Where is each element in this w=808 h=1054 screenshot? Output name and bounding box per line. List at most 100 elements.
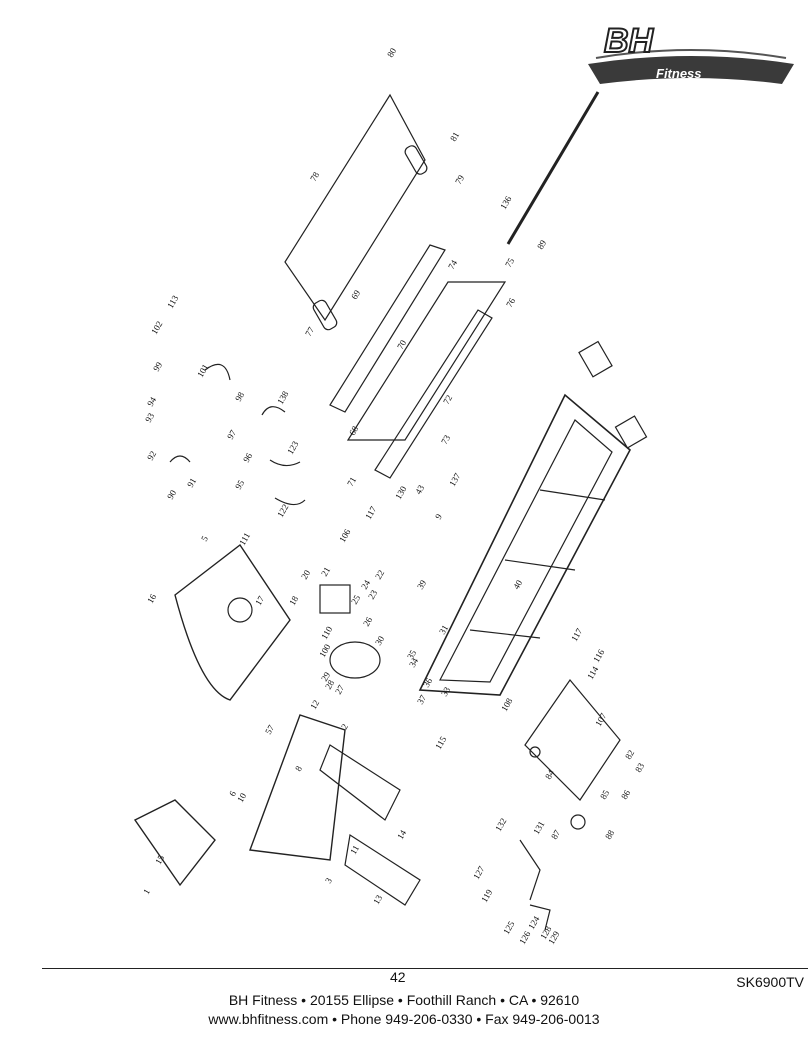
part-callout: 122 (275, 502, 290, 519)
part-callout: 117 (363, 504, 378, 521)
part-callout: 70 (395, 338, 408, 351)
part-callout: 30 (373, 634, 386, 647)
part-callout: 11 (348, 843, 361, 856)
part-callout: 111 (237, 531, 252, 547)
part-callout: 74 (446, 258, 459, 271)
part-callout: 21 (319, 565, 332, 578)
part-callout: 110 (319, 624, 334, 641)
part-callout: 123 (285, 439, 301, 456)
part-callout: 94 (145, 395, 158, 408)
footer-divider (42, 968, 808, 969)
part-callout: 85 (598, 788, 611, 801)
part-callout: 88 (603, 828, 616, 841)
part-callout: 5 (199, 534, 210, 543)
part-callout: 138 (275, 389, 291, 406)
part-callout: 20 (299, 568, 312, 581)
part-callout: 90 (165, 488, 178, 501)
part-callout: 43 (413, 483, 426, 496)
company-contact: www.bhfitness.com • Phone 949-206-0330 •… (208, 1011, 600, 1027)
part-callout: 127 (471, 864, 487, 881)
main-frame (418, 393, 632, 696)
part-callout: 97 (225, 428, 238, 441)
part-callout: 102 (149, 319, 164, 336)
part-callout: 96 (241, 451, 254, 464)
part-callout: 101 (195, 362, 210, 379)
part-callout: 69 (349, 288, 362, 301)
part-callout: 73 (439, 433, 452, 446)
part-callout: 3 (323, 876, 334, 885)
part-callout: 1 (141, 887, 152, 896)
part-callout: 75 (503, 256, 516, 269)
part-callout: 33 (439, 685, 452, 698)
part-callout: 16 (145, 592, 158, 605)
part-callout: 6 (227, 789, 238, 798)
part-callout: 95 (233, 478, 246, 491)
part-callout: 35 (405, 648, 418, 661)
part-callout: 79 (453, 173, 466, 186)
company-address: BH Fitness • 20155 Ellipse • Foothill Ra… (228, 992, 580, 1008)
part-callout: 106 (337, 527, 353, 544)
part-callout: 114 (585, 664, 600, 681)
part-callout: 78 (308, 170, 321, 183)
part-callout: 10 (235, 791, 248, 804)
part-callout: 14 (395, 828, 408, 841)
part-callout: 18 (287, 594, 300, 607)
part-callout: 84 (543, 768, 556, 781)
part-callout: 13 (371, 893, 384, 906)
part-callout: 86 (619, 788, 632, 801)
part-callout: 119 (479, 887, 494, 904)
part-callout: 25 (349, 593, 362, 606)
part-callout: 136 (498, 194, 514, 211)
part-callout: 125 (501, 919, 517, 936)
part-callout: 68 (347, 424, 360, 437)
part-callout: 37 (415, 693, 428, 706)
part-callout: 76 (504, 296, 517, 309)
part-callout: 82 (623, 748, 636, 761)
part-callout: 77 (303, 325, 316, 338)
part-callout: 72 (441, 393, 454, 406)
part-callout: 89 (535, 238, 548, 251)
page-number: 42 (390, 969, 406, 985)
part-callout: 40 (511, 578, 524, 591)
part-callout: 92 (145, 449, 158, 462)
part-callout: 26 (361, 615, 374, 628)
part-callout: 8 (293, 764, 304, 773)
part-callout: 93 (143, 411, 156, 424)
part-callout: 131 (531, 819, 546, 836)
part-callout: 80 (385, 46, 398, 59)
bh-fitness-logo: BH Fitness (588, 21, 794, 84)
part-callout: 124 (526, 914, 542, 931)
part-callout: 99 (151, 360, 164, 373)
part-callout: 71 (345, 475, 358, 488)
part-callout: 126 (517, 929, 533, 946)
model-number: SK6900TV (736, 974, 804, 990)
part-callout: 98 (233, 390, 246, 403)
part-callout: 115 (433, 734, 448, 751)
part-callout: 116 (591, 647, 606, 664)
part-callout: 137 (447, 471, 463, 488)
part-callout: 113 (165, 293, 180, 310)
part-callout: 9 (433, 512, 444, 521)
svg-text:BH: BH (604, 22, 655, 60)
part-callout: 31 (437, 623, 450, 636)
part-callout: 107 (593, 711, 609, 728)
part-callout: 132 (493, 816, 508, 833)
part-callout: 83 (633, 761, 646, 774)
part-callout: 57 (263, 723, 276, 736)
running-belt (284, 93, 426, 322)
part-callout: 87 (549, 828, 562, 841)
console-display (133, 799, 216, 887)
part-callout: 91 (185, 476, 198, 489)
part-callout: 12 (308, 698, 321, 711)
part-callout: 22 (373, 568, 386, 581)
part-callout: 15 (153, 853, 166, 866)
svg-text:Fitness: Fitness (656, 66, 702, 81)
part-callout: 39 (415, 578, 428, 591)
part-callout: 117 (569, 626, 584, 643)
part-callout: 108 (499, 696, 515, 713)
incline-frame (524, 679, 621, 801)
console-base (249, 714, 346, 861)
part-callout: 130 (393, 484, 409, 501)
part-callout: 36 (421, 676, 434, 689)
